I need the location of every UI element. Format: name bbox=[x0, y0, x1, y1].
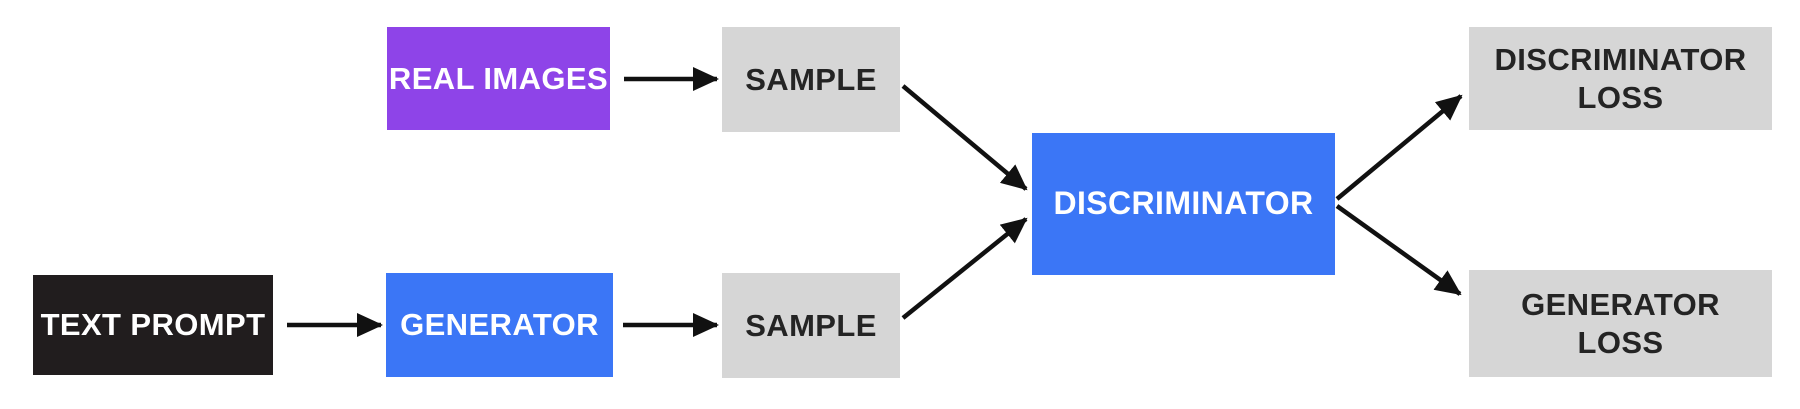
arrow-discriminator-to-generator-loss bbox=[1335, 204, 1462, 296]
node-real-images: REAL IMAGES bbox=[387, 27, 610, 130]
node-discriminator-loss-line2: LOSS bbox=[1577, 79, 1664, 115]
arrow-sample-top-to-discriminator bbox=[901, 84, 1028, 191]
node-discriminator-label: DISCRIMINATOR bbox=[1053, 185, 1314, 222]
node-sample-generated: SAMPLE bbox=[722, 273, 900, 378]
node-text-prompt: TEXT PROMPT bbox=[33, 275, 273, 375]
node-generator: GENERATOR bbox=[386, 273, 613, 377]
node-sample-real: SAMPLE bbox=[722, 27, 900, 132]
node-generator-loss-line1: GENERATOR bbox=[1521, 286, 1720, 322]
node-generator-loss-line2: LOSS bbox=[1577, 324, 1664, 360]
node-generator-loss: GENERATOR LOSS bbox=[1469, 270, 1772, 377]
node-generator-label: GENERATOR bbox=[400, 307, 599, 343]
node-sample-generated-label: SAMPLE bbox=[745, 307, 877, 343]
node-sample-real-label: SAMPLE bbox=[745, 61, 877, 97]
arrow-discriminator-to-discriminator-loss bbox=[1335, 94, 1463, 201]
node-discriminator: DISCRIMINATOR bbox=[1032, 133, 1335, 275]
node-discriminator-loss-line1: DISCRIMINATOR bbox=[1494, 41, 1747, 77]
arrow-sample-bottom-to-discriminator bbox=[901, 217, 1028, 320]
node-text-prompt-label: TEXT PROMPT bbox=[40, 307, 266, 343]
node-discriminator-loss: DISCRIMINATOR LOSS bbox=[1469, 27, 1772, 130]
node-real-images-label: REAL IMAGES bbox=[388, 60, 609, 96]
